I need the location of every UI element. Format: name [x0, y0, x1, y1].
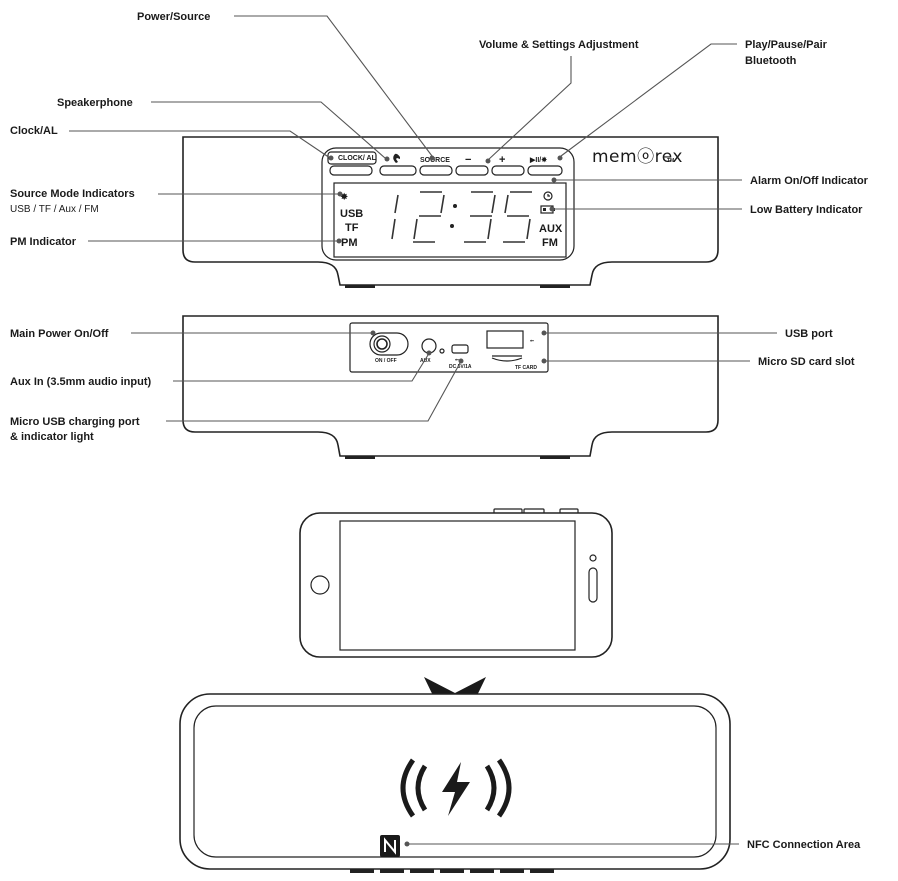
- phone-illustration: [299, 508, 613, 658]
- feet-front: [345, 285, 375, 288]
- source-button-label: SOURCE: [420, 157, 450, 164]
- micro-sd-slot[interactable]: [491, 355, 523, 362]
- label-clock-al: Clock/AL: [10, 125, 58, 137]
- label-source-mode: Source Mode Indicators: [10, 188, 135, 200]
- brand-logo: memⓞrex: [592, 147, 683, 167]
- lcd-aux: AUX: [539, 223, 563, 235]
- label-volume-settings: Volume & Settings Adjustment: [479, 39, 639, 51]
- label-power-source: Power/Source: [137, 11, 210, 23]
- front-view: CLOCK/ AL SOURCE − + ▶II/✸ memⓞrex TM ✸ …: [182, 136, 719, 288]
- label-main-power: Main Power On/Off: [10, 328, 109, 340]
- label-pm-indicator: PM Indicator: [10, 236, 77, 248]
- port-panel: [349, 322, 549, 373]
- volume-minus-button[interactable]: [455, 165, 489, 176]
- label-low-battery: Low Battery Indicator: [750, 204, 863, 216]
- usb-port[interactable]: [486, 330, 524, 349]
- lcd-bluetooth-icon: ✸: [340, 192, 348, 203]
- label-alarm: Alarm On/Off Indicator: [750, 175, 869, 187]
- usb-small-icon: ⭠: [455, 357, 459, 363]
- label-aux-in: Aux In (3.5mm audio input): [10, 376, 152, 388]
- label-micro-sd: Micro SD card slot: [758, 356, 855, 368]
- nfc-icon: [380, 835, 400, 857]
- lcd-pm: PM: [341, 237, 358, 249]
- phone-icon: [393, 153, 400, 163]
- speakerphone-button[interactable]: [379, 165, 417, 176]
- phone-screen: [339, 520, 576, 651]
- alarm-clock-icon: [543, 191, 553, 201]
- label-micro-usb-2: & indicator light: [10, 431, 94, 443]
- volume-plus-label: +: [499, 154, 505, 166]
- label-play-pause-1: Play/Pause/Pair: [745, 39, 828, 51]
- usb-port-icon: ⭠: [530, 338, 534, 344]
- label-play-pause-2: Bluetooth: [745, 55, 797, 67]
- play-pause-button[interactable]: [527, 165, 563, 176]
- dc-label: DC 5V/1A: [449, 364, 472, 370]
- volume-plus-button[interactable]: [491, 165, 525, 176]
- volume-minus-label: −: [465, 154, 471, 166]
- brand-tm: TM: [667, 158, 674, 164]
- clock-al-key[interactable]: [329, 165, 373, 176]
- lcd-tf: TF: [345, 222, 359, 234]
- label-source-mode-sub: USB / TF / Aux / FM: [10, 204, 99, 215]
- label-micro-usb-1: Micro USB charging port: [10, 416, 140, 428]
- tf-card-label: TF CARD: [515, 365, 537, 371]
- label-usb-port: USB port: [785, 328, 833, 340]
- source-button[interactable]: [419, 165, 453, 176]
- wireless-charging-icon: [400, 758, 512, 818]
- on-off-label: ON / OFF: [375, 358, 397, 364]
- clock-al-button-label: CLOCK/ AL: [338, 155, 377, 162]
- aux-label: AUX: [420, 358, 431, 364]
- play-pause-label: ▶II/✸: [529, 156, 547, 164]
- lcd-screen: [333, 182, 567, 258]
- label-nfc: NFC Connection Area: [747, 839, 861, 851]
- control-panel: [321, 147, 575, 261]
- top-view: [179, 693, 731, 873]
- back-view: ON / OFF AUX ⭠ DC 5V/1A ⭠ TF CARD: [182, 315, 719, 459]
- clock-al-button[interactable]: [327, 151, 377, 165]
- lcd-fm: FM: [542, 237, 558, 249]
- lcd-time-digits: [391, 191, 532, 243]
- home-button: [310, 575, 330, 595]
- lcd-usb: USB: [340, 208, 363, 220]
- label-speakerphone: Speakerphone: [57, 97, 133, 109]
- micro-usb-port[interactable]: [451, 344, 469, 354]
- power-switch[interactable]: [369, 332, 409, 356]
